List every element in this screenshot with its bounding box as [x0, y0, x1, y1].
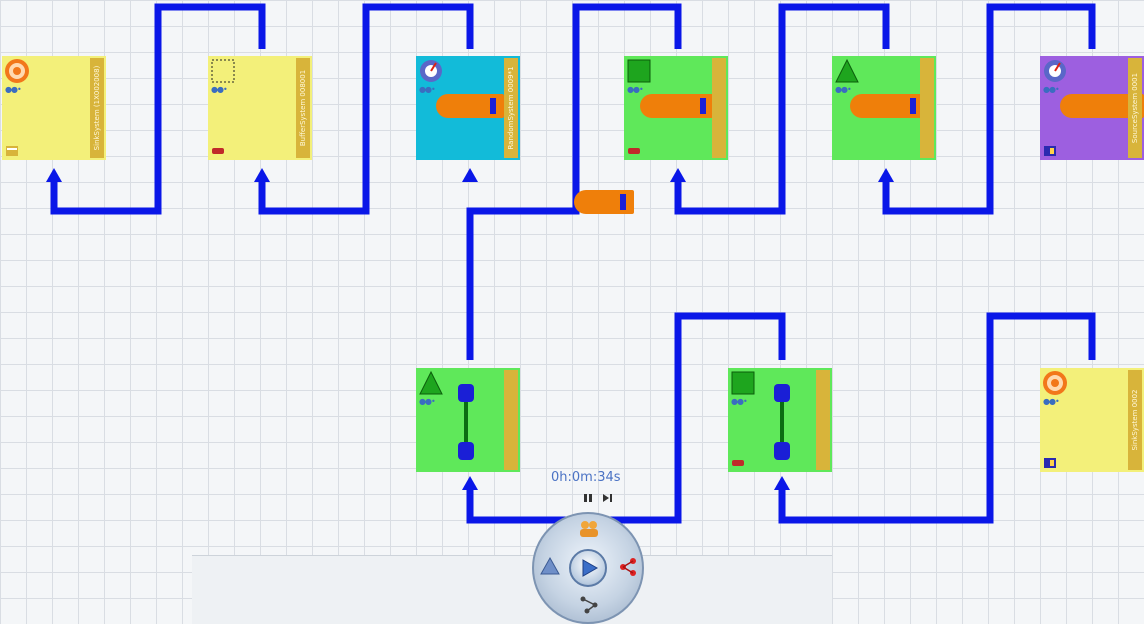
- battery-icon: [212, 148, 224, 154]
- station-process-7[interactable]: ●●•: [416, 368, 520, 472]
- station-buffer-2[interactable]: ●●• BufferSystem 008001: [208, 56, 312, 160]
- station-side-label: RandomSystem 0009*1: [504, 58, 518, 158]
- dial-icon: [420, 60, 442, 82]
- hierarchy-button[interactable]: [617, 556, 639, 578]
- station-random-3[interactable]: ●●• RandomSystem 0009*1: [416, 56, 520, 160]
- people-icon: [580, 521, 598, 537]
- station-process-4[interactable]: ●●•: [624, 56, 728, 160]
- triangle-icon: [835, 58, 859, 83]
- queue-icon: [1044, 458, 1056, 468]
- pause-icon: [584, 494, 592, 502]
- station-process-5[interactable]: ●●•: [832, 56, 936, 160]
- station-sink-9[interactable]: ●●• SinkSystem 0002: [1040, 368, 1144, 472]
- hierarchy-icon: [620, 558, 636, 576]
- station-side-label: [504, 370, 518, 470]
- status-icons: ●●•: [1043, 85, 1060, 94]
- cylinder-icon: [627, 59, 651, 83]
- status-icons: ●●•: [419, 85, 436, 94]
- floating-conveyor: [574, 190, 634, 214]
- conveyor-belt: [640, 94, 714, 118]
- pyramid-button[interactable]: [539, 556, 561, 578]
- status-icons: ●●•: [5, 85, 22, 94]
- status-icons: ●●•: [627, 85, 644, 94]
- station-side-label: BufferSystem 008001: [296, 58, 310, 158]
- station-source-6[interactable]: ●●• SourceSystem 0001: [1040, 56, 1144, 160]
- station-side-label: [920, 58, 934, 158]
- pause-button[interactable]: [582, 492, 594, 507]
- station-side-label: SinkSystem 0002: [1128, 370, 1142, 470]
- cylinder-icon: [211, 59, 235, 83]
- station-side-label: SinkSystem (1X002008): [90, 58, 104, 158]
- simulation-timer: 0h:0m:34s: [551, 470, 621, 485]
- network-button[interactable]: [578, 594, 600, 616]
- conveyor-belt: [436, 94, 504, 118]
- station-side-label: [816, 370, 830, 470]
- status-icons: ●●•: [731, 397, 748, 406]
- triangle-icon: [419, 370, 443, 395]
- status-icons: ●●•: [211, 85, 228, 94]
- target-icon: [5, 59, 29, 83]
- station-side-label: [712, 58, 726, 158]
- step-forward-icon: [603, 494, 612, 502]
- station-side-label: SourceSystem 0001: [1128, 58, 1142, 158]
- status-icons: ●●•: [1043, 397, 1060, 406]
- bottom-panel: [192, 555, 832, 624]
- battery-icon: [628, 148, 640, 154]
- target-icon: [1043, 371, 1067, 395]
- machine-axle: [774, 384, 790, 460]
- queue-icon: [6, 146, 18, 156]
- queue-icon: [1044, 146, 1056, 156]
- people-button[interactable]: [578, 518, 600, 540]
- station-sink-1[interactable]: ●●• SinkSystem (1X002008): [2, 56, 106, 160]
- pyramid-icon: [540, 556, 560, 575]
- dial-icon: [1044, 60, 1066, 82]
- cylinder-icon: [731, 371, 755, 395]
- conveyor-belt: [850, 94, 924, 118]
- play-icon: [582, 559, 599, 577]
- battery-icon: [732, 460, 744, 466]
- machine-axle: [458, 384, 474, 460]
- play-button[interactable]: [569, 549, 607, 587]
- network-icon: [580, 596, 598, 614]
- station-process-8[interactable]: ●●•: [728, 368, 832, 472]
- step-forward-button[interactable]: [601, 492, 613, 507]
- status-icons: ●●•: [419, 397, 436, 406]
- control-hub[interactable]: [532, 512, 644, 624]
- status-icons: ●●•: [835, 85, 852, 94]
